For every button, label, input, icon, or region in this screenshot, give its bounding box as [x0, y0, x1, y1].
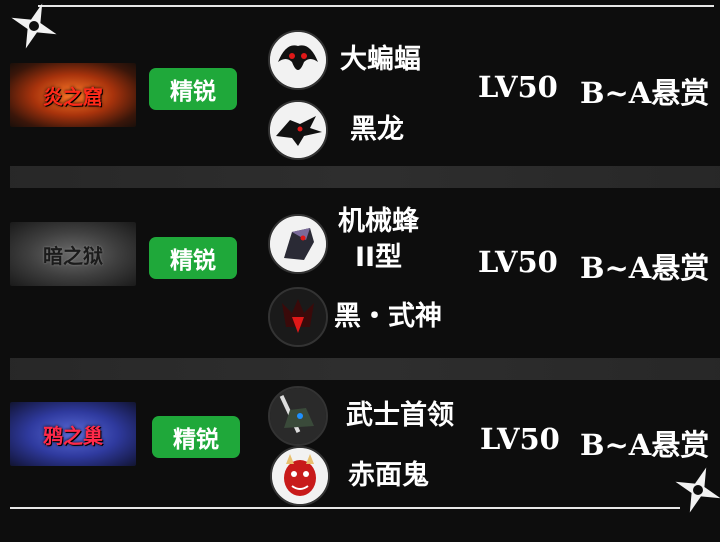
top-border-line — [38, 5, 714, 7]
level-label: LV50 — [478, 70, 558, 104]
enemy-name: 大蝙蝠 — [340, 44, 421, 75]
enemy-name: 武士首领 — [346, 400, 454, 431]
enemy-entry: 大蝙蝠 — [268, 30, 421, 90]
enemy-entry: 赤面鬼 — [270, 446, 429, 506]
bottom-border-line — [10, 507, 680, 509]
samurai-chief-icon — [268, 386, 328, 446]
shikigami-icon — [268, 287, 328, 347]
enemy-name: 赤面鬼 — [348, 460, 429, 491]
shuriken-icon — [672, 464, 720, 516]
enemy-name: 黑龙 — [350, 114, 404, 145]
bounty-label: B~A悬赏 — [580, 428, 710, 462]
row-divider — [10, 358, 720, 380]
enemy-name: 黑・式神 — [334, 301, 442, 332]
area-badge: 炎之窟 — [10, 63, 136, 127]
bounty-label: B~A悬赏 — [580, 76, 710, 110]
enemy-entry: 武士首领 — [268, 386, 454, 446]
black-dragon-icon — [268, 100, 328, 160]
enemy-name-block: 机械蜂 II型 — [338, 204, 419, 276]
area-badge: 暗之狱 — [10, 222, 136, 286]
bounty-label: B~A悬赏 — [580, 251, 710, 285]
area-badge: 鸦之巢 — [10, 402, 136, 466]
shuriken-icon — [8, 0, 60, 52]
level-label: LV50 — [478, 245, 558, 279]
mech-bee-icon — [268, 214, 328, 274]
enemy-name: 机械蜂 — [338, 206, 419, 237]
enemy-entry: 黑・式神 — [268, 287, 442, 347]
elite-tag: 精锐 — [149, 237, 237, 279]
enemy-entry: 机械蜂 II型 — [268, 206, 419, 276]
zone-row[interactable]: 鸦之巢 精锐 武士首领 赤面鬼 LV50 B~A悬赏 — [0, 382, 720, 542]
row-divider — [10, 166, 720, 188]
elite-tag: 精锐 — [149, 68, 237, 110]
red-oni-icon — [270, 446, 330, 506]
level-label: LV50 — [480, 422, 560, 456]
elite-tag: 精锐 — [152, 416, 240, 458]
enemy-entry: 黑龙 — [268, 100, 404, 160]
enemy-name-line2: II型 — [354, 242, 403, 273]
zone-row[interactable]: 暗之狱 精锐 机械蜂 II型 黑・式神 LV50 B~A悬赏 — [0, 190, 720, 350]
bat-demon-icon — [268, 30, 328, 90]
zone-row[interactable]: 炎之窟 精锐 大蝙蝠 黑龙 LV50 B~A悬赏 — [0, 0, 720, 160]
